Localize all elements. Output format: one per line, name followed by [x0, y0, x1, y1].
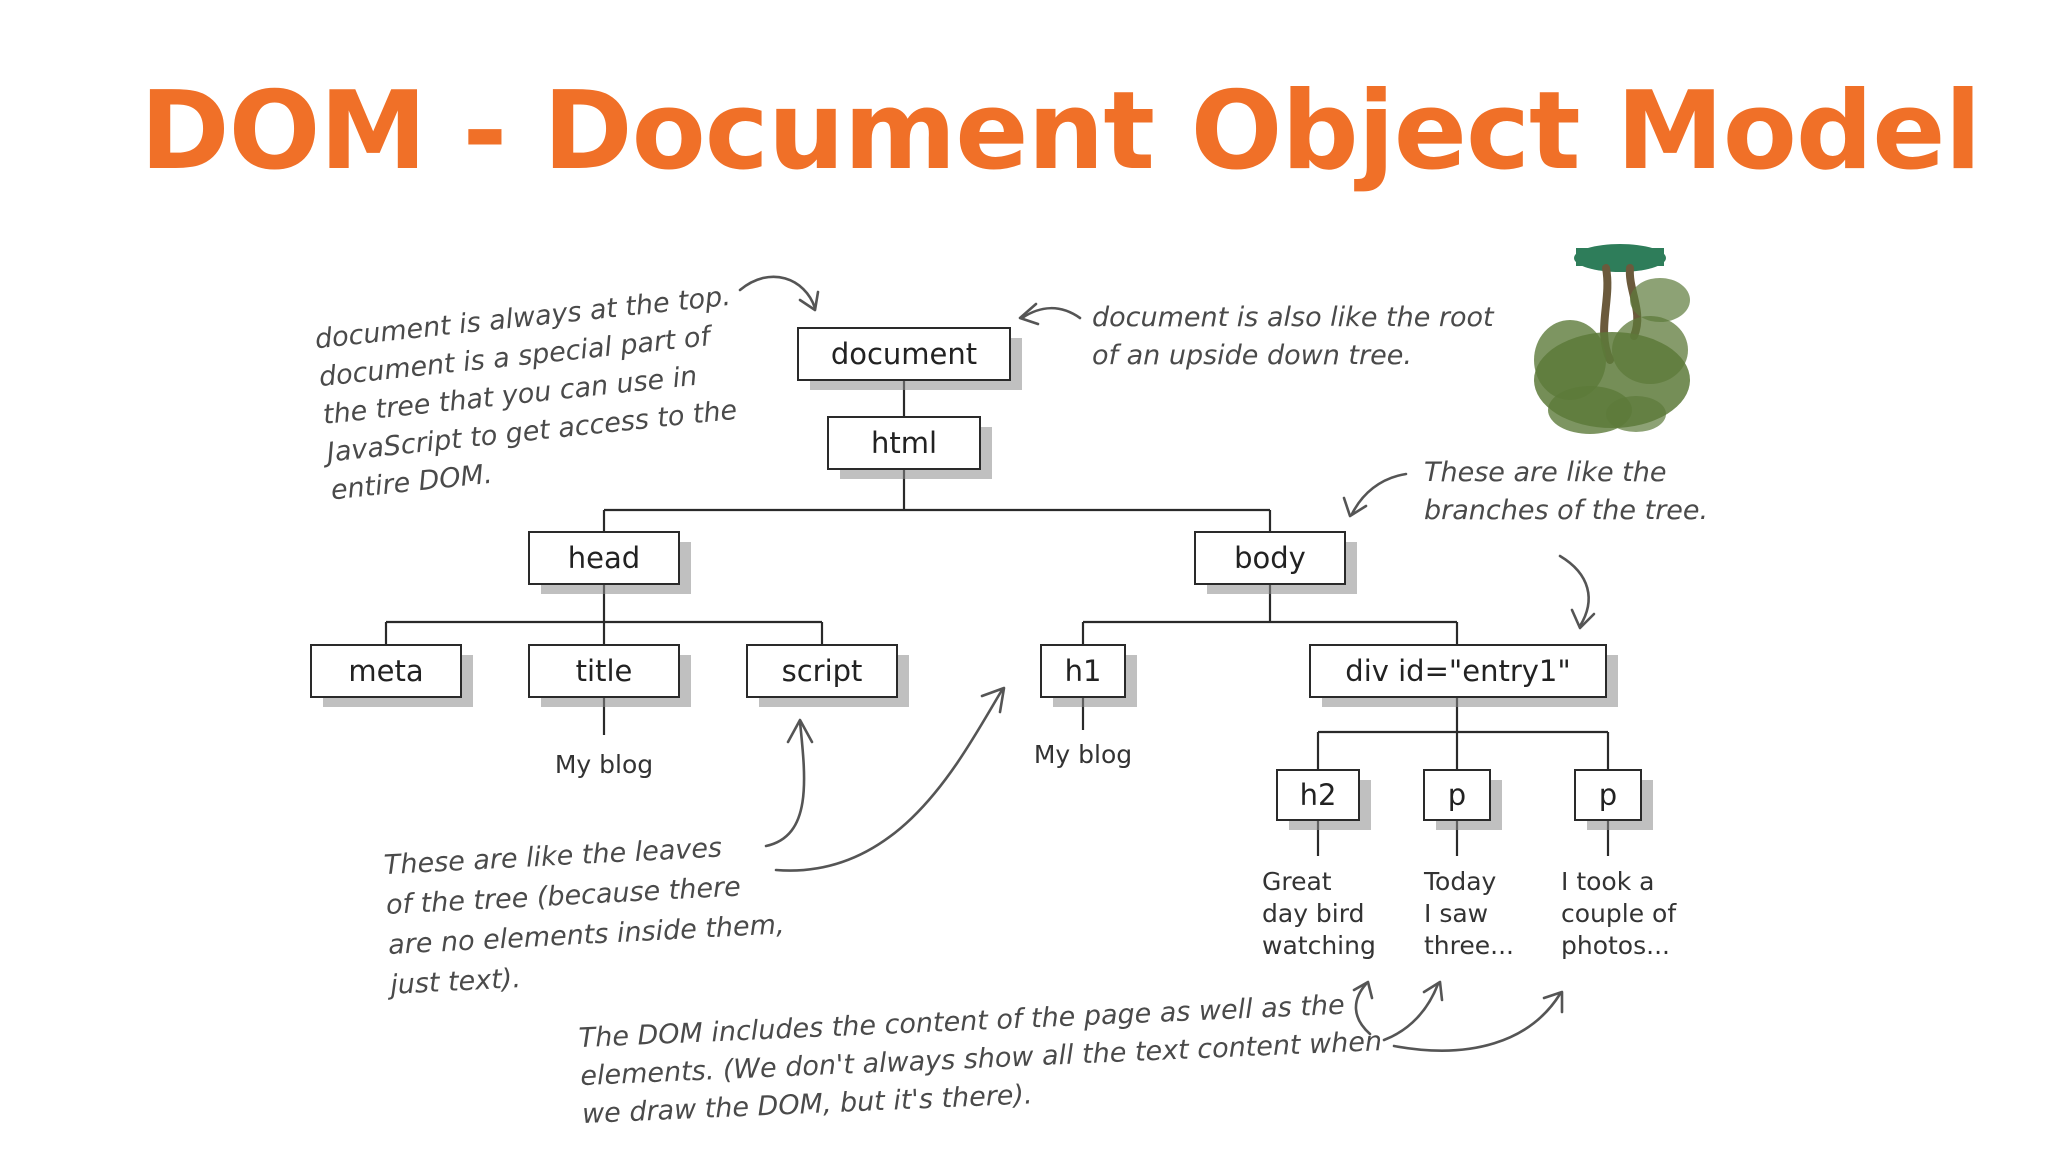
- node-head: head: [528, 531, 691, 594]
- node-h2: h2: [1276, 769, 1371, 830]
- arrow-branches-to-div: [1558, 554, 1596, 630]
- node-meta: meta: [310, 644, 473, 707]
- node-body: body: [1194, 531, 1357, 594]
- arrow-content-to-p1-text: [1382, 980, 1444, 1042]
- p1-text-line: Today: [1423, 867, 1497, 896]
- p1-text-leaf: Today I saw three...: [1423, 867, 1514, 960]
- tree-foliage: [1534, 278, 1690, 434]
- node-label: p: [1448, 778, 1466, 812]
- h2-text-line: day bird: [1262, 899, 1364, 928]
- title-text-leaf: My blog: [555, 750, 653, 779]
- node-p-2: p: [1574, 769, 1653, 830]
- arrow-branches-to-bar: [1342, 472, 1408, 518]
- node-label: document: [831, 337, 977, 371]
- p2-text-line: I took a: [1561, 867, 1654, 896]
- node-label: script: [782, 654, 863, 688]
- note-branches: These are like the branches of the tree.: [1424, 457, 1708, 526]
- h2-text-line: watching: [1262, 931, 1376, 960]
- note-line: These are like the leaves: [383, 832, 723, 881]
- arrow-content-to-h2-text: [1352, 980, 1374, 1036]
- h2-text-line: Great: [1262, 867, 1332, 896]
- node-label: p: [1599, 778, 1617, 812]
- p2-text-leaf: I took a couple of photos...: [1561, 867, 1677, 960]
- h2-text-leaf: Great day bird watching: [1262, 867, 1376, 960]
- annotation-arrows: [738, 275, 1596, 1052]
- node-label: div id="entry1": [1345, 654, 1570, 688]
- arrow-to-document: [738, 275, 820, 312]
- node-title: title: [528, 644, 691, 707]
- node-script: script: [746, 644, 909, 707]
- node-div-entry1: div id="entry1": [1309, 644, 1618, 707]
- note-line: just text).: [385, 963, 521, 1001]
- node-label: title: [576, 654, 633, 688]
- p1-text-line: three...: [1424, 931, 1514, 960]
- note-leaves: These are like the leaves of the tree (b…: [383, 832, 785, 1001]
- arrow-leaves-to-script: [764, 718, 814, 848]
- arrow-root-to-document: [1018, 302, 1082, 326]
- note-document-top: document is always at the top. document …: [314, 281, 739, 507]
- arrow-leaves-to-h1: [774, 686, 1006, 872]
- p1-text-line: I saw: [1424, 899, 1488, 928]
- note-line: of an upside down tree.: [1092, 340, 1412, 371]
- h1-text-leaf: My blog: [1034, 740, 1132, 769]
- node-label: h2: [1300, 778, 1337, 812]
- slide-title: DOM - Document Object Model: [140, 69, 1981, 194]
- note-line: These are like the: [1424, 457, 1666, 488]
- node-label: html: [871, 426, 937, 460]
- note-line: document is also like the root: [1092, 302, 1495, 333]
- p2-text-line: photos...: [1561, 931, 1670, 960]
- node-label: meta: [348, 654, 423, 688]
- node-p-1: p: [1423, 769, 1502, 830]
- node-h1: h1: [1040, 644, 1137, 707]
- node-label: body: [1234, 541, 1306, 575]
- note-content: The DOM includes the content of the page…: [578, 990, 1383, 1130]
- note-line: branches of the tree.: [1424, 495, 1708, 526]
- upside-down-tree-image: [1534, 244, 1690, 434]
- tree-edges: [384, 380, 1610, 856]
- node-label: head: [568, 541, 640, 575]
- node-html: html: [827, 416, 992, 479]
- node-document: document: [797, 327, 1022, 390]
- node-label: h1: [1065, 654, 1102, 688]
- p2-text-line: couple of: [1561, 899, 1677, 928]
- arrow-content-to-p2-text: [1392, 990, 1564, 1052]
- note-document-root: document is also like the root of an ups…: [1092, 302, 1495, 371]
